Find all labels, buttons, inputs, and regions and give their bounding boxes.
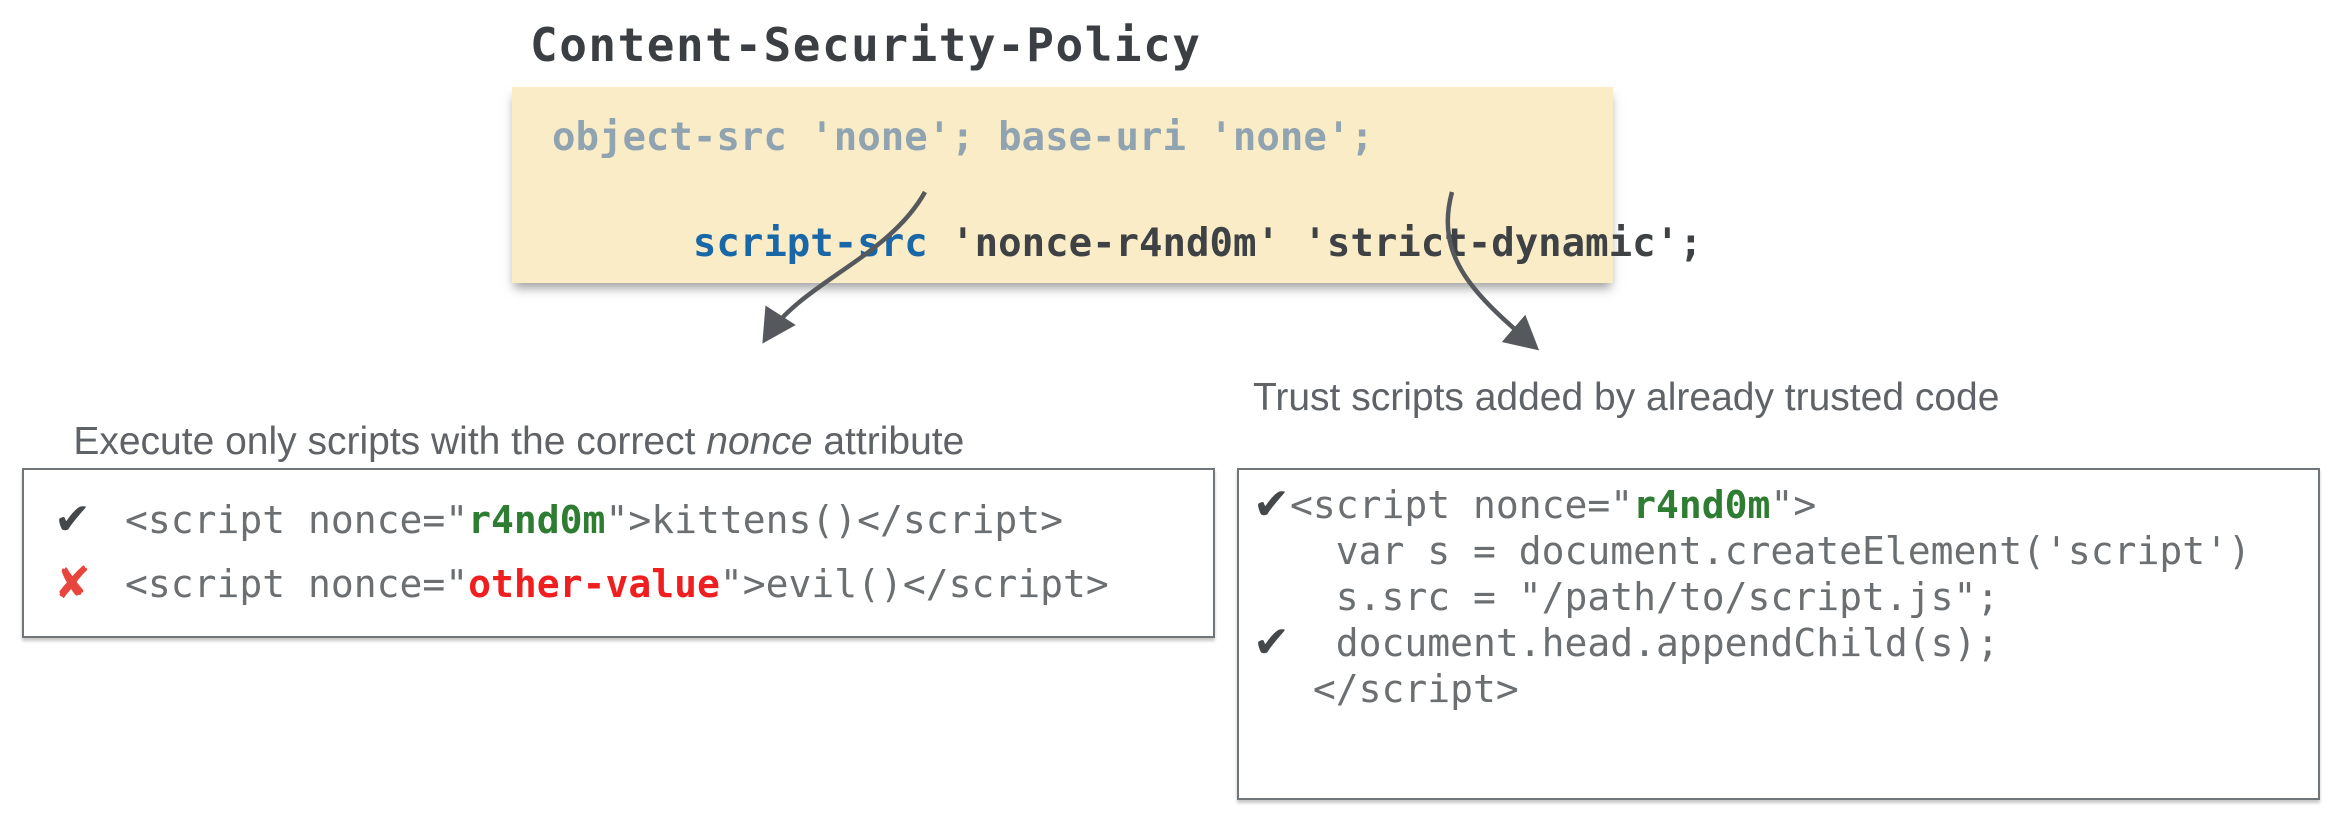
script-src-values: 'nonce-r4nd0m' 'strict-dynamic';	[927, 221, 1703, 266]
script-src-assign-row: s.src = "/path/to/script.js";	[1239, 574, 2318, 620]
check-icon: ✔	[1253, 479, 1290, 530]
nonce-caption-emphasis: nonce	[706, 420, 813, 463]
strict-dynamic-example-box: ✔ <script nonce="r4nd0m"> var s = docume…	[1237, 468, 2320, 800]
script-src-directive: script-src	[692, 221, 928, 266]
append-child-code: document.head.appendChild(s);	[1290, 621, 2000, 665]
strict-dynamic-caption: Trust scripts added by already trusted c…	[1253, 376, 2000, 419]
allowed-script-code: <script nonce="r4nd0m">kittens()</script…	[24, 488, 1213, 552]
trusted-script-open-row: ✔ <script nonce="r4nd0m">	[1239, 482, 2318, 528]
code-segment: ">evil()</script>	[719, 562, 1109, 606]
blocked-script-row: ✘ <script nonce="other-value">evil()</sc…	[24, 552, 1213, 616]
code-segment: <script nonce="	[125, 562, 469, 606]
valid-nonce-value: r4nd0m	[1633, 483, 1771, 527]
trusted-script-open-code: <script nonce="r4nd0m">	[1239, 482, 2318, 528]
check-icon: ✔	[1253, 617, 1290, 668]
blocked-script-code: <script nonce="other-value">evil()</scri…	[24, 552, 1213, 616]
code-segment: ">	[1770, 483, 1817, 527]
valid-nonce-value: r4nd0m	[468, 498, 606, 542]
diagram-title: Content-Security-Policy	[530, 18, 1202, 72]
nonce-caption: Execute only scripts with the correct no…	[30, 376, 964, 508]
cross-icon: ✘	[54, 558, 91, 609]
script-close-code: </script>	[1290, 667, 1519, 711]
nonce-example-box: ✔ <script nonce="r4nd0m">kittens()</scri…	[22, 468, 1215, 638]
allowed-script-row: ✔ <script nonce="r4nd0m">kittens()</scri…	[24, 488, 1213, 552]
code-segment: <script nonce="	[125, 498, 469, 542]
check-icon: ✔	[54, 494, 91, 545]
policy-muted-line: object-src 'none'; base-uri 'none';	[552, 115, 1374, 160]
create-element-row: var s = document.createElement('script')	[1239, 528, 2318, 574]
nonce-caption-before: Execute only scripts with the correct	[73, 420, 707, 463]
nonce-caption-after: attribute	[812, 420, 965, 463]
script-src-assign-code: s.src = "/path/to/script.js";	[1290, 575, 2000, 619]
script-close-row: </script>	[1239, 666, 2318, 712]
invalid-nonce-value: other-value	[468, 562, 720, 606]
append-child-row: ✔ document.head.appendChild(s);	[1239, 620, 2318, 666]
code-segment: ">kittens()</script>	[605, 498, 1064, 542]
policy-script-src-line: script-src 'nonce-r4nd0m' 'strict-dynami…	[552, 164, 1703, 323]
code-segment: <script nonce="	[1290, 483, 1634, 527]
create-element-code: var s = document.createElement('script')	[1290, 529, 2251, 573]
policy-code-block: object-src 'none'; base-uri 'none'; scri…	[512, 87, 1703, 283]
